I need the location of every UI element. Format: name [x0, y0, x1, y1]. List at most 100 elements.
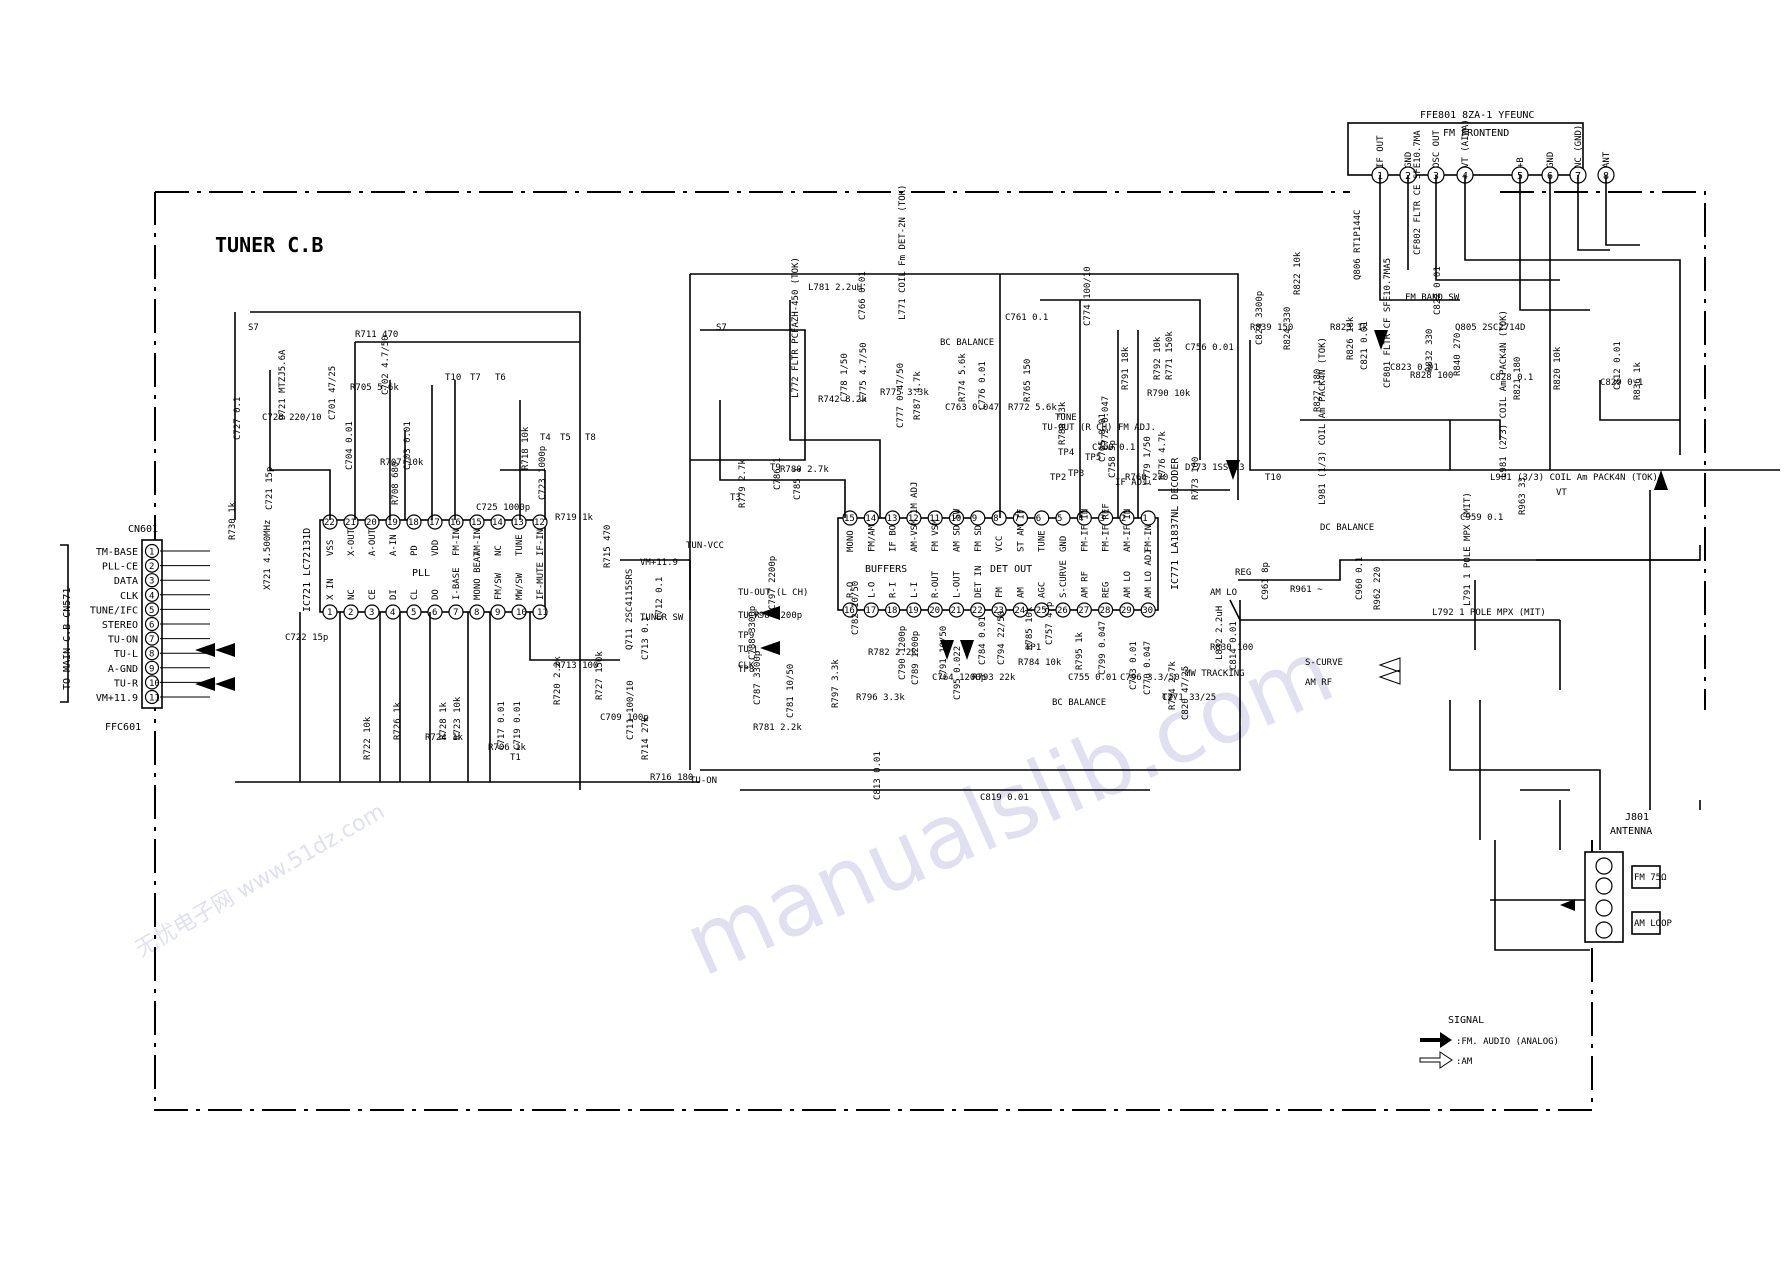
- decoder-pin-label: R-O: [846, 582, 856, 598]
- component-label: C778 1/50: [840, 353, 850, 402]
- pll-pin-label: IF-IN: [536, 529, 546, 556]
- decoder-pin-label: ST AM IF: [1016, 509, 1026, 552]
- decoder-pin-number: 11: [929, 514, 940, 524]
- component-label: C794 22/50: [997, 611, 1007, 665]
- decoder-pin-label: L-OUT: [953, 570, 963, 598]
- component-label: C755 0.01: [1068, 673, 1117, 683]
- component-label: R728 1k: [439, 701, 449, 740]
- pll-pin: [364, 514, 380, 530]
- component-label: C819 0.01: [980, 793, 1029, 803]
- pll-pin-number: 1: [327, 608, 332, 618]
- frontend-name: FM FRONTEND: [1443, 128, 1509, 139]
- component-label: C789 1200p: [911, 631, 921, 685]
- component-label: R796 3.3k: [856, 693, 905, 703]
- pll-pin: [490, 604, 506, 620]
- connector-pin: [144, 573, 160, 588]
- net-label: T5: [560, 433, 571, 443]
- pll-pin-number: 2: [348, 608, 353, 618]
- component-label: C781 10/50: [786, 664, 796, 718]
- connector-pin: [144, 587, 160, 602]
- decoder-pin-label: TUNE: [1038, 530, 1048, 552]
- pll-pin: [469, 604, 485, 620]
- pll-pin-number: 19: [387, 518, 398, 528]
- decoder-pin-number: 2: [1121, 514, 1126, 524]
- component-label: C761 0.1: [1005, 313, 1048, 323]
- decoder-pin: [1119, 510, 1135, 526]
- component-label: CF801 FLTR CF SFE10.7MA5: [1383, 258, 1393, 388]
- antenna-j801: J801 ANTENNA FM 75Ω AM LOOP: [1584, 812, 1673, 943]
- decoder-pin-label: AM LO: [1123, 571, 1133, 598]
- component-label: R724 1k: [425, 733, 464, 743]
- component-label: R708 680: [391, 462, 401, 505]
- pll-pin: [532, 604, 548, 620]
- antenna-name: ANTENNA: [1610, 826, 1652, 837]
- decoder-pin: [991, 602, 1007, 618]
- component-label: R706 1k: [488, 743, 527, 753]
- decoder-pin: [1140, 510, 1156, 526]
- component-label: C829 0.1: [1600, 378, 1643, 388]
- decoder-pin-label: AM: [1016, 587, 1026, 598]
- decoder-pin: [948, 602, 965, 618]
- connector-pin: [144, 543, 160, 559]
- component-label: L781 2.2uH: [808, 283, 862, 293]
- connector-pin-number: 10: [149, 679, 160, 689]
- net-label: CLK: [738, 661, 755, 671]
- component-label: R792 10k: [1153, 336, 1163, 380]
- decoder-pin-number: 6: [1036, 514, 1041, 524]
- pll-pin-label: X IN: [326, 578, 336, 600]
- component-label: L772 FLTR PCFAZH-450 (TOK): [791, 257, 801, 398]
- decoder-pin-label: AGC: [1038, 582, 1048, 598]
- component-label: R773 100: [1191, 457, 1201, 500]
- component-label: C712 0.1: [655, 577, 665, 620]
- component-label: C785 1: [793, 467, 803, 500]
- net-label: S7: [248, 323, 259, 333]
- net-label: TU-OUT (L CH): [738, 588, 808, 598]
- component-label: C813 0.01: [873, 751, 883, 800]
- component-label: C774 100/10: [1083, 266, 1093, 326]
- decoder-pin-label: VCC: [995, 536, 1005, 552]
- component-label: R772 5.6k: [1008, 403, 1057, 413]
- component-label: Q711 2SC4115SRS: [625, 569, 635, 650]
- component-label: R781 2.2k: [753, 723, 802, 733]
- signal-arrows: [195, 330, 1668, 911]
- component-label: R839 150: [1250, 323, 1293, 333]
- decoder-pin-label: S-CURVE: [1059, 560, 1069, 598]
- component-label: C765 0.01: [1098, 413, 1108, 462]
- component-label: C702 4.7/50: [381, 335, 391, 395]
- component-label: R827 180: [1313, 369, 1323, 412]
- decoder-pin-number: 29: [1121, 606, 1132, 616]
- net-label: T2: [1162, 693, 1173, 703]
- component-label: R727 150k: [595, 651, 605, 700]
- decoder-pin: [884, 510, 901, 526]
- decoder-pin-number: 27: [1078, 606, 1089, 616]
- component-label: C764 1200p: [932, 673, 986, 683]
- component-label: L832 2.2uH: [1215, 606, 1225, 660]
- pll-pin: [343, 604, 359, 620]
- component-label: R782 2.2k: [868, 648, 917, 658]
- decoder-pin-number: 20: [929, 606, 940, 616]
- decoder-pin: [1097, 602, 1114, 618]
- component-label: L981 (1/3) COIL Am PACK4N (TOK): [1318, 337, 1328, 505]
- connector-pin-number: 4: [149, 591, 154, 601]
- component-label: C709 100p: [600, 713, 649, 723]
- pll-pin-label: AM-IN: [473, 529, 483, 556]
- component-label: R961 ~: [1290, 585, 1323, 595]
- connector-cn601: CN601 FFC601 TO MAIN C.B CN571 1TM-BASE2…: [60, 524, 210, 733]
- pll-pin-label: DI: [389, 589, 399, 600]
- decoder-pin: [927, 602, 943, 618]
- decoder-pin-number: 23: [993, 606, 1004, 616]
- net-label: T1: [510, 753, 521, 763]
- component-label: C788 3300p: [748, 606, 758, 660]
- component-label: R830 100: [1210, 643, 1253, 653]
- decoder-pin-number: 28: [1100, 606, 1111, 616]
- frontend-pin-label: IF OUT: [1376, 135, 1386, 168]
- connector-ffc: FFC601: [105, 722, 141, 733]
- component-label: R780 2.7k: [780, 465, 829, 475]
- connector-pin: [144, 660, 160, 675]
- component-label: R722 10k: [363, 716, 373, 760]
- connector-pin-label: STEREO: [102, 620, 138, 631]
- antenna-am: AM LOOP: [1634, 919, 1673, 929]
- pll-pin-label: A-IN: [389, 534, 399, 556]
- connector-pin-number: 6: [149, 621, 154, 631]
- decoder-pin-number: 5: [1057, 514, 1062, 524]
